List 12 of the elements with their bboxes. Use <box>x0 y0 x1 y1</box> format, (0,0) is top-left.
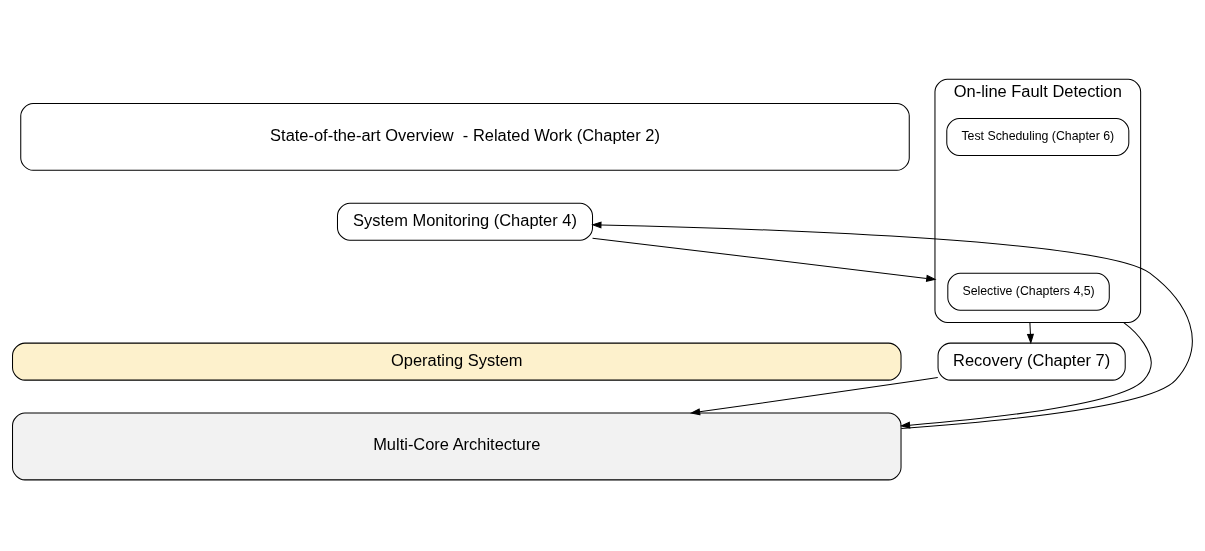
arrow <box>689 376 939 416</box>
arrow <box>591 221 1193 430</box>
node-box: System Monitoring (Chapter 4) <box>336 202 594 241</box>
arrow <box>899 322 1152 429</box>
arrow <box>1026 322 1035 345</box>
node-box: Multi-Core Architecture <box>12 412 902 481</box>
node-box: Recovery (Chapter 7) <box>937 342 1126 381</box>
node-box: Operating System <box>12 342 902 381</box>
node-box: State-of-the-art Overview - Related Work (Chapter 2) <box>20 103 910 171</box>
arrow <box>592 237 937 282</box>
node-box: Selective (Chapters 4,5) <box>947 272 1110 311</box>
node-box: Test Scheduling (Chapter 6) <box>946 117 1130 156</box>
